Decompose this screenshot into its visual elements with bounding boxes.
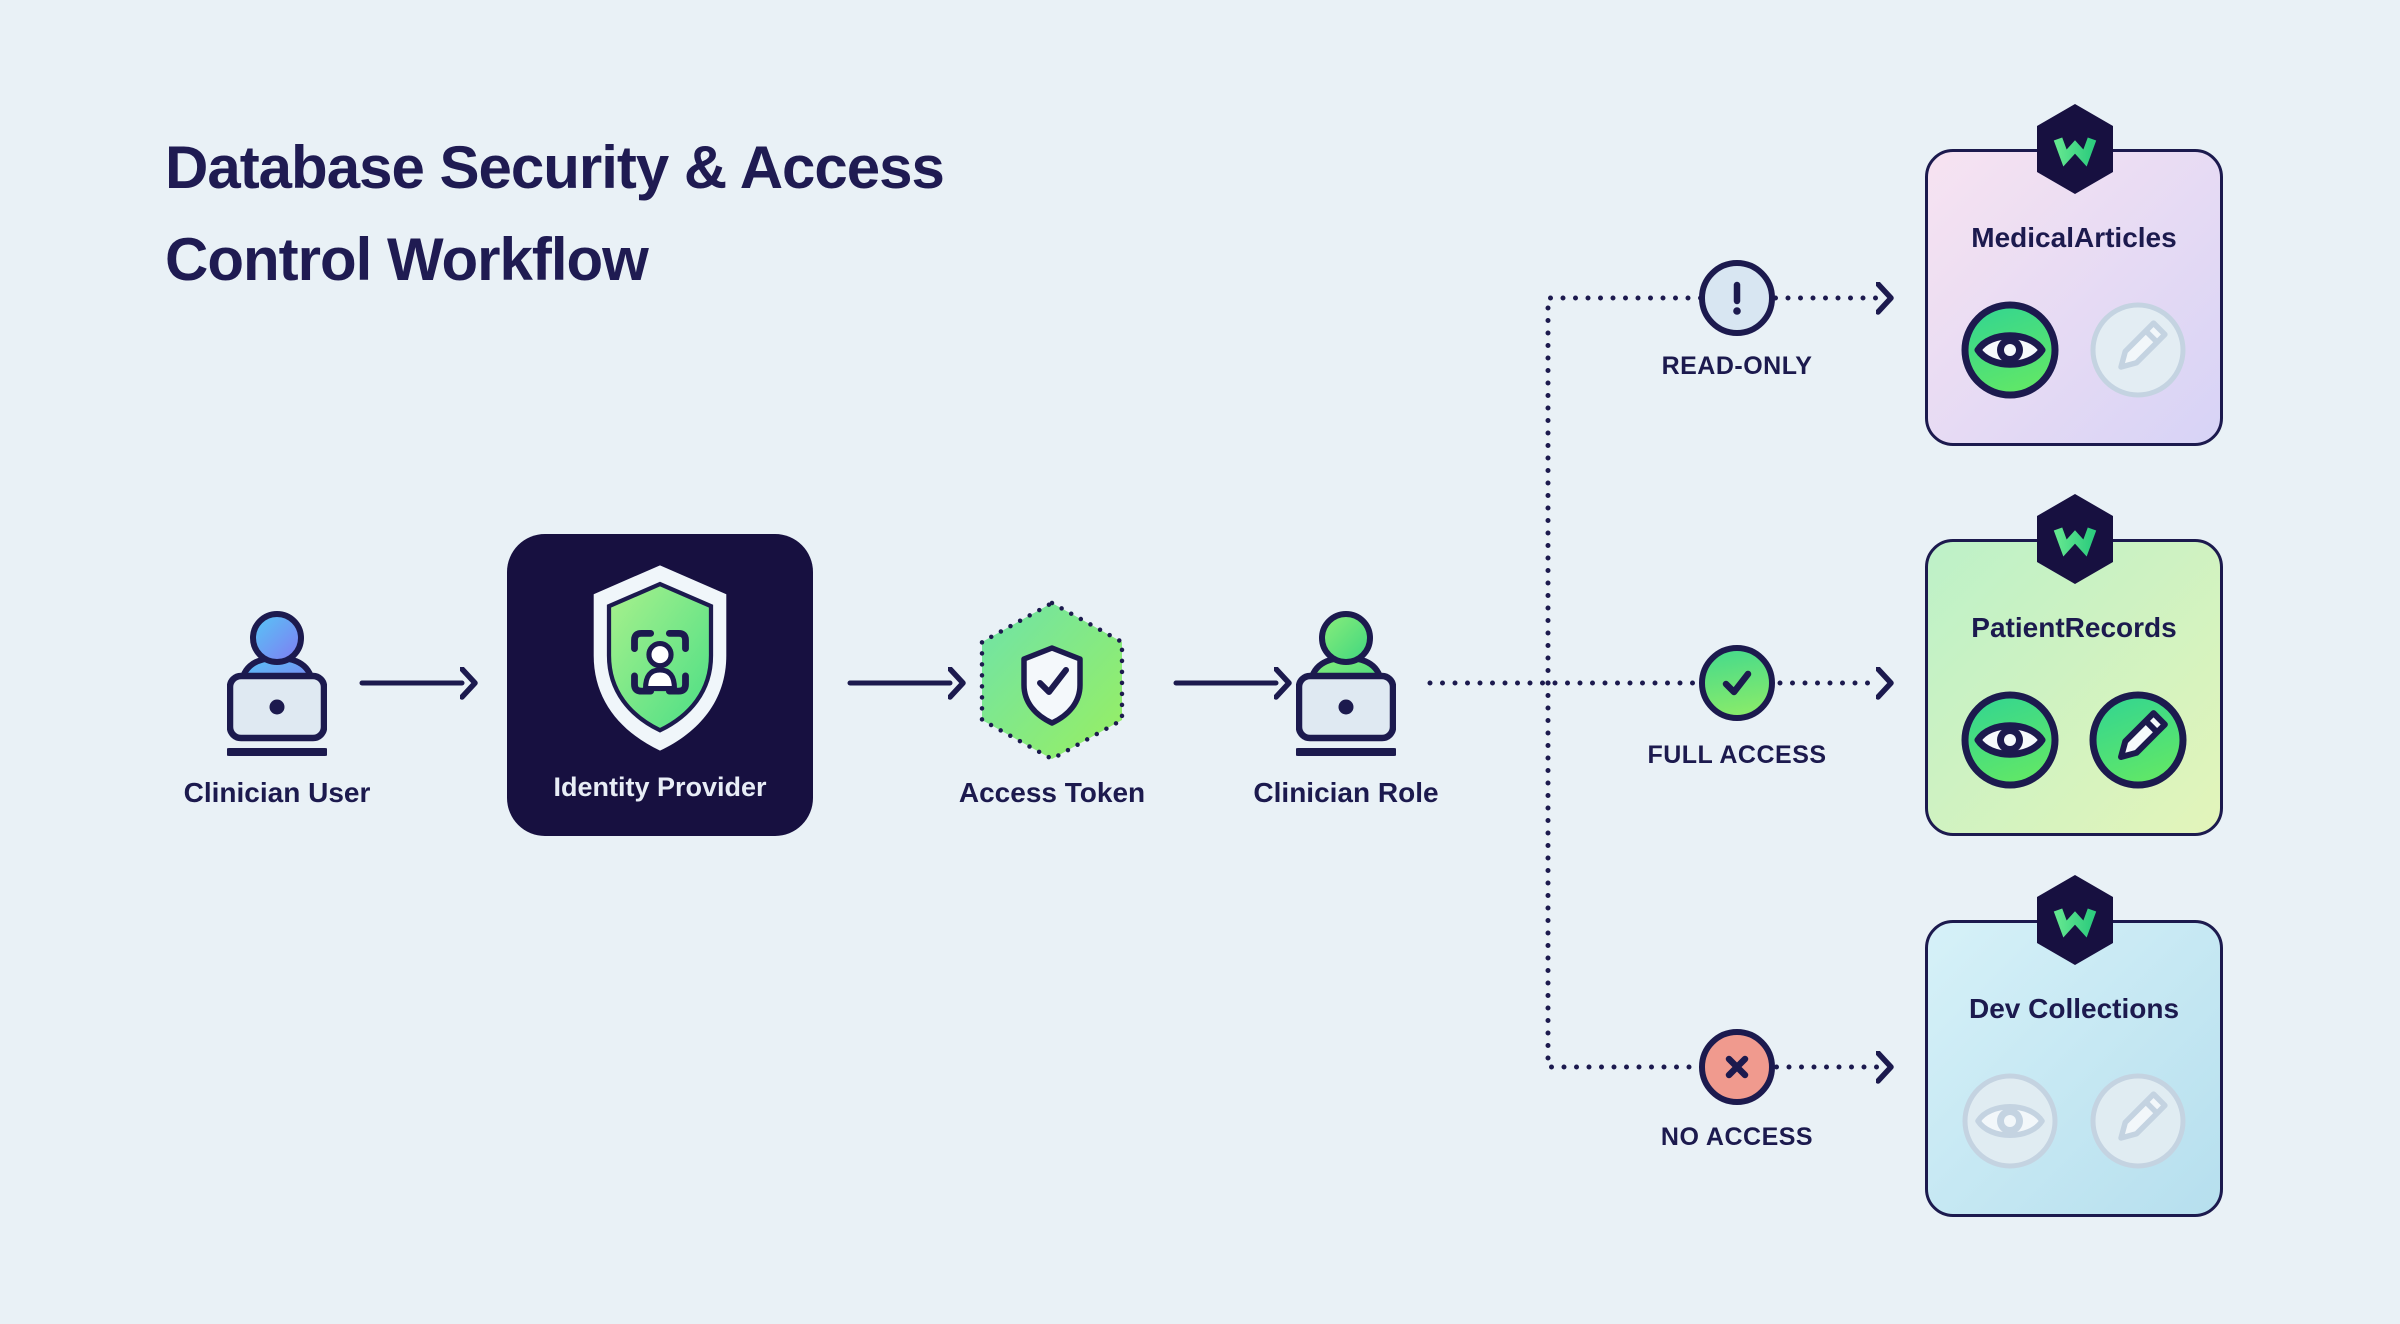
full-access-status-circle — [1699, 645, 1775, 721]
w-hexagon-badge — [2037, 104, 2113, 194]
access-token-hexagon-icon — [979, 600, 1125, 762]
clinician-role-label: Clinician Role — [1253, 777, 1439, 808]
clinician-user-icon — [227, 611, 327, 756]
w-logo-icon — [2053, 908, 2097, 938]
no-access-status-circle — [1699, 1029, 1775, 1105]
exclamation-icon — [1733, 281, 1741, 315]
clinician-role-icon — [1296, 611, 1396, 756]
pencil-icon-disabled — [2090, 1073, 2186, 1169]
w-hexagon-badge — [2037, 875, 2113, 965]
clinician-user-label: Clinician User — [183, 777, 371, 808]
card-title: Dev Collections — [1968, 993, 2180, 1024]
card-patient-records: PatientRecords — [1925, 494, 2223, 836]
check-icon — [1722, 670, 1752, 696]
eye-icon-active — [1961, 691, 2059, 789]
eye-icon-active — [1961, 301, 2059, 399]
identity-provider-box: Identity Provider — [507, 534, 813, 836]
card-title: MedicalArticles — [1971, 222, 2177, 253]
page-title-line2: Control Workflow — [165, 226, 649, 293]
dotted-branch-read-only — [1545, 298, 1878, 686]
w-logo-icon — [2053, 527, 2097, 557]
identity-shield-scan-icon — [593, 565, 727, 751]
pencil-icon-active — [2089, 691, 2187, 789]
card-medical-articles: MedicalArticles — [1925, 104, 2223, 446]
cross-icon — [1725, 1055, 1749, 1079]
scan-brackets — [631, 629, 689, 695]
no-access-label: NO ACCESS — [1660, 1123, 1814, 1151]
card-dev-collections: Dev Collections — [1925, 875, 2223, 1217]
read-only-status-circle — [1699, 260, 1775, 336]
pencil-icon-disabled — [2090, 302, 2186, 398]
page-title: Database Security & Access Control Workf… — [165, 122, 945, 306]
card-title: PatientRecords — [1971, 612, 2177, 643]
identity-provider-label: Identity Provider — [553, 772, 767, 802]
full-access-label: FULL ACCESS — [1647, 741, 1827, 769]
read-only-label: READ-ONLY — [1661, 352, 1813, 380]
eye-icon-disabled — [1962, 1073, 2058, 1169]
access-token-label: Access Token — [958, 777, 1146, 808]
w-hexagon-badge — [2037, 494, 2113, 584]
w-logo-icon — [2053, 137, 2097, 167]
page-title-line1: Database Security & Access — [165, 134, 945, 201]
